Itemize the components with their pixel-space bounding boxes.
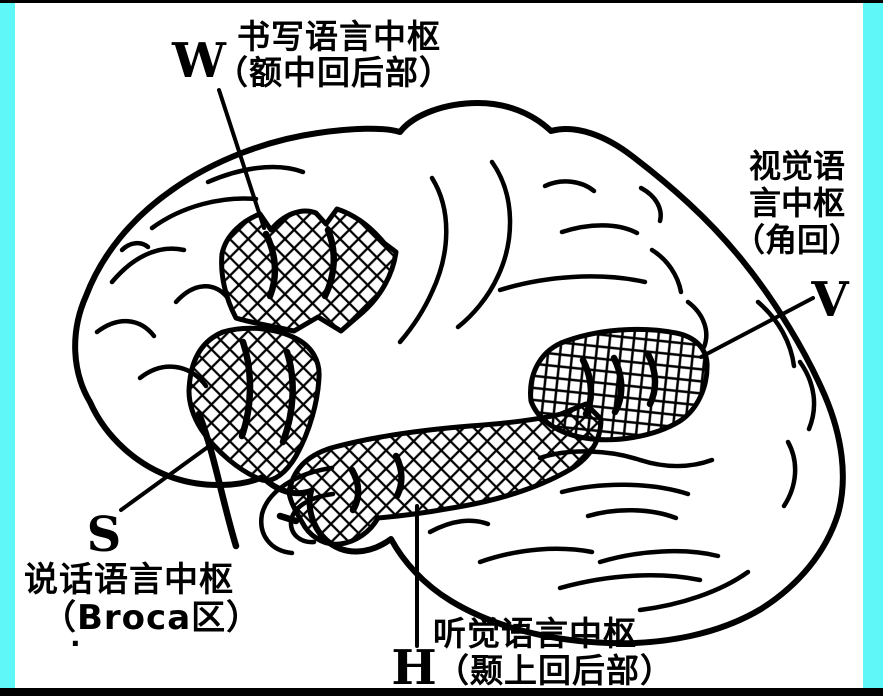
label-speech-center-line2: （Broca区） — [42, 598, 262, 638]
sulcus-line — [173, 284, 230, 305]
label-writing-center-line1: 书写语言中枢 — [237, 17, 441, 56]
bottom-border-line — [0, 688, 883, 696]
sulcus-line — [119, 240, 151, 253]
label-writing-center-line2: （额中回后部） — [215, 53, 453, 92]
right-border-bar — [863, 3, 883, 688]
label-auditory-center-line2: （颞上回后部） — [436, 651, 674, 690]
hatch-mark — [262, 230, 279, 300]
sulcus-line — [149, 196, 259, 231]
leader-line-writing — [217, 88, 266, 230]
label-visual-center-line2: 言中枢 — [748, 184, 845, 222]
sulcus-line — [559, 223, 640, 236]
hatch-mark — [279, 348, 296, 446]
sulcus-line — [797, 359, 817, 432]
sulcus-line — [542, 179, 597, 194]
label-visual-center-line1: 视觉语 — [748, 147, 845, 185]
sulcus-line — [559, 482, 691, 497]
sulcus-line — [637, 569, 751, 613]
hatch-mark — [392, 452, 405, 500]
hatch-mark — [238, 338, 254, 440]
hatch-region-speech-center — [186, 325, 322, 484]
hatch-mark — [579, 356, 595, 418]
leader-line-speech — [119, 442, 214, 512]
sulcus-line — [455, 159, 513, 330]
sulcus-line — [94, 318, 157, 339]
sulcus-line — [638, 185, 663, 224]
sulcus-line — [477, 546, 595, 565]
marker-letter-w: W — [171, 33, 227, 89]
sulcus-line — [755, 299, 797, 369]
label-visual-center-line3: （角回） — [732, 221, 861, 259]
leader-lines — [119, 88, 815, 648]
sulcus-line — [109, 246, 187, 285]
sulcus-line — [649, 247, 684, 295]
marker-letter-v: V — [810, 272, 849, 328]
hatch-mark — [321, 226, 337, 300]
top-border-line — [0, 0, 883, 3]
short-dash — [276, 512, 300, 525]
label-speech-center-line1: 说话语言中枢 — [24, 560, 234, 600]
left-border-bar — [0, 3, 15, 688]
hatch-mark — [644, 350, 659, 408]
sulcus-line — [685, 299, 709, 350]
sulcus-line — [205, 164, 306, 185]
marker-letter-s: S — [87, 507, 122, 563]
hatch-interior-marks — [238, 226, 659, 514]
label-auditory-center-line1: 听觉语言中枢 — [433, 614, 637, 653]
marker-letter-h: H — [391, 640, 436, 696]
hatch-mark — [610, 354, 625, 416]
stray-dot: . — [70, 620, 81, 653]
sulcus-line — [397, 175, 449, 345]
sulcus-line — [497, 274, 648, 293]
sulcus-line — [781, 439, 798, 509]
label-visual-center: 视觉语 言中枢 （角回） — [731, 148, 863, 259]
sulcus-line — [585, 508, 679, 521]
hatch-mark — [348, 466, 362, 514]
sulcus-line — [427, 518, 491, 535]
sulcus-line — [597, 548, 721, 565]
sulcus-line — [557, 573, 703, 591]
leader-line-visual — [699, 296, 815, 359]
hatch-region-auditory-center — [286, 401, 604, 547]
